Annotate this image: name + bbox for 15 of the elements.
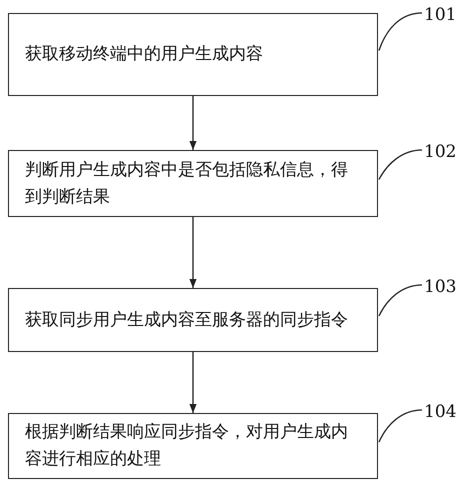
process-box: 判断用户生成内容中是否包括隐私信息，得到判断结果 xyxy=(8,150,378,217)
callout-number: 104 xyxy=(424,401,464,423)
process-box: 获取移动终端中的用户生成内容 xyxy=(8,13,378,96)
callout-number: 101 xyxy=(424,4,464,26)
arrow xyxy=(189,96,197,150)
leader-line xyxy=(378,284,422,316)
leader-line xyxy=(378,149,422,180)
leader-line xyxy=(378,12,422,51)
callout-number: 103 xyxy=(424,276,464,298)
arrow xyxy=(189,352,197,413)
process-box: 根据判断结果响应同步指令，对用户生成内容进行相应的处理 xyxy=(8,413,378,479)
leader-line xyxy=(378,409,422,442)
process-box: 获取同步用户生成内容至服务器的同步指令 xyxy=(8,288,378,352)
callout-number: 102 xyxy=(424,141,464,163)
arrow xyxy=(189,217,197,288)
